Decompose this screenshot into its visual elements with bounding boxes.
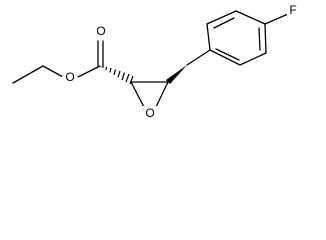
ester-oxygen-label: O <box>65 70 74 84</box>
epoxide-c3-o-bond <box>154 81 169 110</box>
ester-o-carbonyl-c-bond <box>77 65 101 78</box>
epoxide-oxygen-label: O <box>145 106 154 120</box>
structure-diagram: O O O F <box>12 3 297 121</box>
carbon-fluorine-bond <box>264 13 289 25</box>
epoxide-c2-o-bond <box>130 81 146 110</box>
fluorine-label: F <box>289 3 296 17</box>
solid-wedge-bond <box>166 65 187 84</box>
ethyl-ch2-o-bond <box>42 65 64 78</box>
ethyl-ch3-ch2-bond <box>12 65 44 84</box>
carbonyl-oxygen-label: O <box>96 24 105 38</box>
hashed-wedge-bond <box>101 66 134 85</box>
benzene-ring <box>186 10 267 66</box>
